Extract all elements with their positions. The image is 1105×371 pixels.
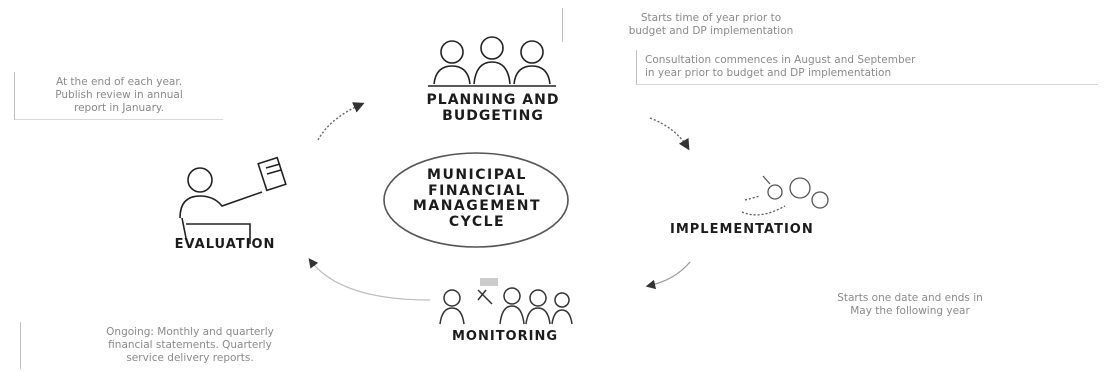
note-evaluation-line-1: At the end of each year. (55, 76, 183, 88)
arrow-monitoring-to-evaluation (308, 258, 431, 301)
planning-line-1: PLANNING AND (426, 92, 560, 108)
center-line-2: FINANCIAL (428, 182, 526, 199)
arrow-evaluation-to-planning (317, 102, 365, 141)
note-monitoring-line-3: service delivery reports. (126, 352, 254, 365)
planning-line-2: BUDGETING (442, 108, 544, 125)
center-ellipse (383, 152, 569, 248)
stage-planning-budgeting: PLANNING AND BUDGETING (398, 92, 588, 124)
note-monitoring-line-1: Ongoing: Monthly and quarterly (106, 326, 274, 338)
note-implementation-line-2: May the following year (850, 305, 970, 318)
note-planning-right-line-2: in year prior to budget and DP implement… (645, 67, 892, 80)
note-evaluation: At the end of each year. Publish review … (14, 72, 223, 121)
note-evaluation-line-3: report in January. (74, 102, 164, 115)
center-line-4: CYCLE (448, 214, 506, 231)
stage-monitoring: MONITORING (451, 329, 559, 344)
arrow-planning-to-implementation (649, 117, 690, 151)
center-line-3: MANAGEMENT (412, 198, 542, 215)
note-monitoring: Ongoing: Monthly and quarterly financial… (20, 322, 359, 370)
note-evaluation-line-2: Publish review in annual (55, 89, 183, 102)
note-planning-right-line-1: Consultation commences in August and Sep… (645, 54, 916, 66)
stage-implementation: IMPLEMENTATION (670, 222, 814, 237)
note-planning-top: Starts time of year prior to budget and … (562, 8, 859, 43)
arrow-implementation-to-monitoring (645, 261, 691, 290)
note-implementation: Starts one date and ends in May the foll… (770, 292, 1050, 318)
note-planning-top-line-2: budget and DP implementation (628, 25, 794, 38)
center-title: MUNICIPAL FINANCIAL MANAGEMENT CYCLE (386, 167, 568, 231)
stage-evaluation: EVALUATION (174, 237, 276, 252)
center-line-1: MUNICIPAL (427, 167, 527, 183)
note-planning-top-line-1: Starts time of year prior to (640, 12, 782, 24)
note-planning-right: Consultation commences in August and Sep… (636, 50, 1098, 86)
note-implementation-line-1: Starts one date and ends in (837, 292, 983, 304)
note-monitoring-line-2: financial statements. Quarterly (108, 339, 272, 352)
